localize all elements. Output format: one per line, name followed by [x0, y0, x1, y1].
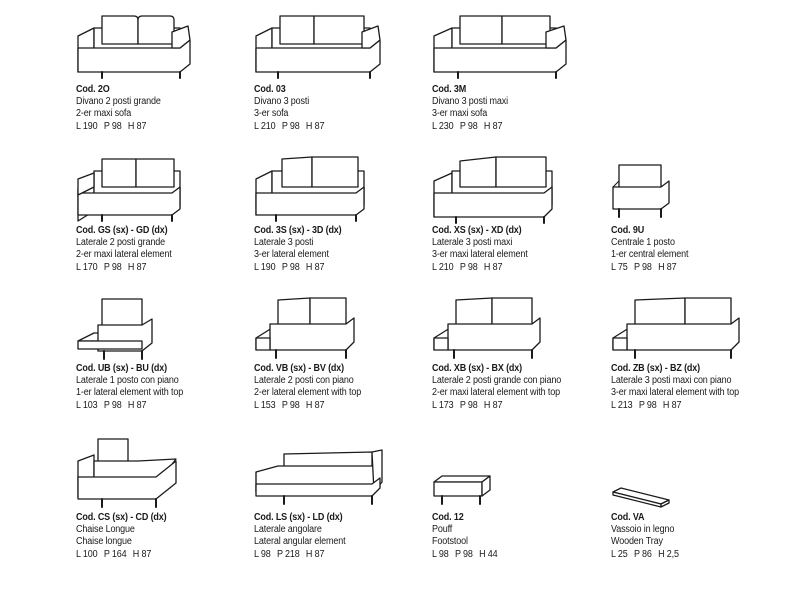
product-name-en: 2-er maxi lateral element with top: [432, 387, 560, 399]
product-name-it: Laterale 1 posto con piano: [76, 375, 179, 387]
product-name-it: Laterale 3 posti maxi: [432, 237, 513, 249]
product-code: Cod. GS (sx) - GD (dx): [76, 225, 168, 236]
product-name-en: 1-er lateral element with top: [76, 387, 184, 399]
two-seat-lateral-top-icon: [255, 297, 355, 359]
product-name-it: Divano 3 posti: [254, 96, 310, 108]
product-name-en: 3-er maxi lateral element with top: [611, 387, 739, 399]
three-seat-lateral-icon: [255, 156, 365, 222]
product-name-en: 3-er lateral element: [254, 249, 329, 261]
product-code: Cod. 03: [254, 84, 286, 95]
three-seat-maxi-sofa-icon: [433, 15, 567, 79]
product-name-it: Centrale 1 posto: [611, 237, 675, 249]
product-name-en: Footstool: [432, 536, 468, 548]
product-code: Cod. VA: [611, 512, 645, 523]
product-name-it: Laterale 3 posti: [254, 237, 314, 249]
one-seat-lateral-top-icon: [77, 298, 153, 360]
product-name-en: 3-er sofa: [254, 108, 289, 120]
product-name-it: Divano 2 posti grande: [76, 96, 161, 108]
product-name-en: Wooden Tray: [611, 536, 663, 548]
product-code: Cod. XB (sx) - BX (dx): [432, 363, 523, 374]
product-code: Cod. XS (sx) - XD (dx): [432, 225, 522, 236]
one-seat-central-icon: [612, 164, 670, 218]
two-seat-sofa-icon: [77, 15, 191, 79]
product-code: Cod. ZB (sx) - BZ (dx): [611, 363, 701, 374]
product-code: Cod. VB (sx) - BV (dx): [254, 363, 345, 374]
product-name-it: Divano 3 posti maxi: [432, 96, 508, 108]
product-code: Cod. 9U: [611, 225, 645, 236]
product-name-it: Laterale 2 posti grande con piano: [432, 375, 562, 387]
pouf-icon: [433, 475, 491, 505]
product-name-en: 2-er lateral element with top: [254, 387, 362, 399]
product-name-it: Laterale 3 posti maxi con piano: [611, 375, 732, 387]
product-name-en: 3-er maxi lateral element: [432, 249, 528, 261]
wooden-tray-icon: [612, 487, 670, 508]
product-code: Cod. 12: [432, 512, 464, 523]
product-name-it: Vassoio in legno: [611, 524, 675, 536]
two-seat-lateral-icon: [77, 158, 181, 222]
product-name-en: 2-er maxi lateral element: [76, 249, 172, 261]
product-code: Cod. CS (sx) - CD (dx): [76, 512, 167, 523]
product-name-it: Pouff: [432, 524, 453, 536]
product-name-en: 1-er central element: [611, 249, 689, 261]
product-code: Cod. 3M: [432, 84, 467, 95]
chaise-longue-icon: [77, 438, 177, 508]
three-seat-sofa-icon: [255, 15, 381, 79]
product-name-it: Laterale 2 posti grande: [76, 237, 165, 249]
product-name-it: Laterale 2 posti con piano: [254, 375, 354, 387]
product-name-en: 3-er maxi sofa: [432, 108, 488, 120]
three-seat-maxi-lateral-top-icon: [612, 297, 740, 359]
product-code: Cod. LS (sx) - LD (dx): [254, 512, 343, 523]
angular-lateral-icon: [255, 449, 383, 505]
product-name-it: Laterale angolare: [254, 524, 322, 536]
product-name-en: 2-er maxi sofa: [76, 108, 132, 120]
product-code: Cod. 3S (sx) - 3D (dx): [254, 225, 342, 236]
two-seat-maxi-lateral-top-icon: [433, 297, 541, 359]
product-name-en: Lateral angular element: [254, 536, 346, 548]
product-name-it: Chaise Longue: [76, 524, 135, 536]
product-code: Cod. 2O: [76, 84, 110, 95]
product-code: Cod. UB (sx) - BU (dx): [76, 363, 168, 374]
three-seat-maxi-lateral-icon: [433, 156, 553, 224]
product-name-en: Chaise longue: [76, 536, 132, 548]
